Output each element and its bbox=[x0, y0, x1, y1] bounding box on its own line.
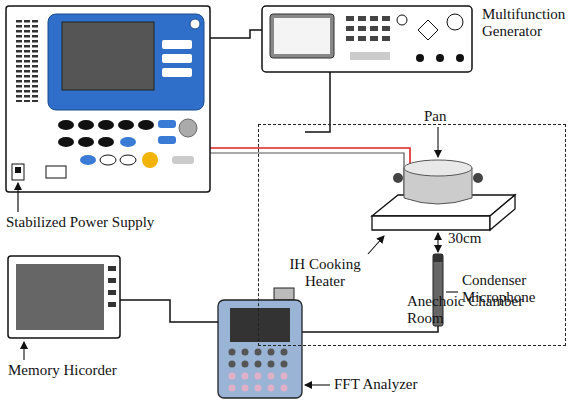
device-label: Memory Hicorder bbox=[8, 362, 168, 379]
chamber-region: Anechoic Chamber Room bbox=[258, 124, 566, 346]
part-label: Pan bbox=[424, 108, 464, 125]
device-label: Stabilized Power Supply bbox=[6, 214, 206, 231]
device-label: FFT Analyzer bbox=[334, 376, 454, 393]
dimension-label: 30cm bbox=[448, 230, 498, 247]
device-label: Multifunction Generator bbox=[482, 6, 574, 39]
device-label: Condenser Microphone bbox=[462, 272, 562, 305]
device-label: IH Cooking Heater bbox=[280, 256, 370, 289]
